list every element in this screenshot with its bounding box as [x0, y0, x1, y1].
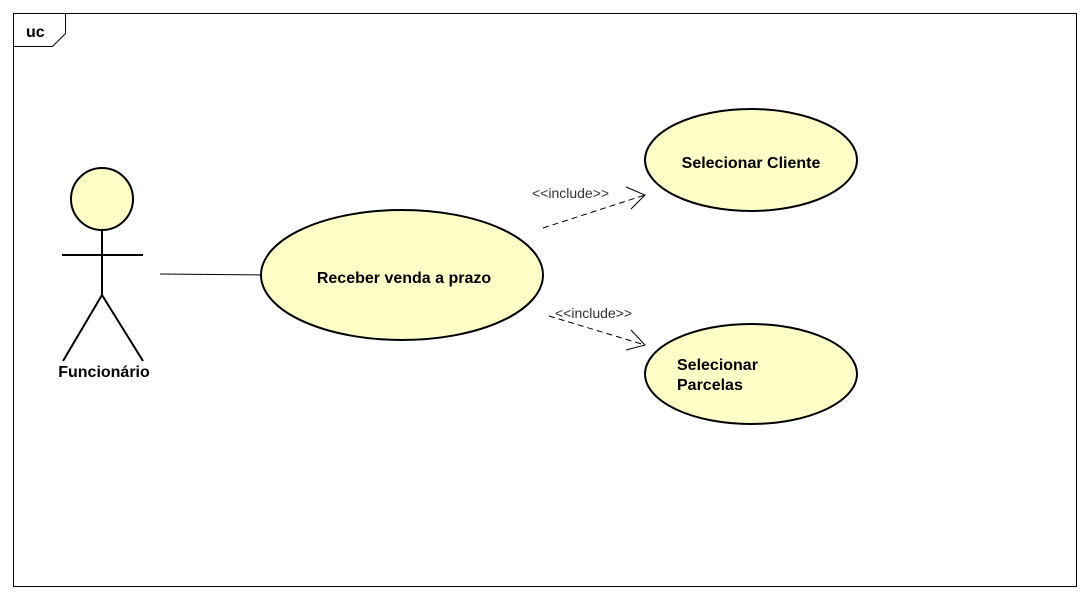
use-case-selecionar-parcelas-shape: [644, 323, 858, 425]
use-case-receber-venda-label: Receber venda a prazo: [317, 270, 492, 287]
use-case-selecionar-parcelas-line1: Selecionar: [677, 357, 758, 374]
use-case-selecionar-cliente-label: Selecionar Cliente: [682, 155, 821, 172]
use-case-selecionar-parcelas-line2: Parcelas: [677, 377, 743, 394]
actor-left-leg: [62, 294, 103, 362]
include-arrowhead-parcelas: [625, 329, 646, 351]
actor-head: [70, 167, 134, 231]
diagram-frame: [13, 13, 1077, 587]
use-case-receber-venda-shape: [260, 209, 544, 341]
use-case-receber-venda[interactable]: Receber venda a prazo: [260, 209, 544, 341]
frame-label: uc: [26, 24, 45, 41]
association-line: [159, 273, 263, 276]
include-line-parcelas: [548, 315, 646, 346]
include-label-parcelas: <<include>>: [555, 305, 632, 321]
include-relation-parcelas[interactable]: <<include>>: [548, 305, 646, 351]
include-relation-cliente[interactable]: <<include>>: [532, 185, 646, 229]
actor-right-leg: [101, 294, 144, 362]
use-case-selecionar-cliente-shape: [644, 108, 858, 212]
include-arrowhead-cliente: [625, 186, 646, 210]
frame-tab: [13, 13, 66, 47]
use-case-selecionar-cliente[interactable]: Selecionar Cliente: [644, 108, 858, 212]
actor-funcionario[interactable]: Funcionário: [58, 167, 150, 381]
actor-name: Funcionário: [58, 364, 150, 381]
use-case-selecionar-parcelas[interactable]: Selecionar Parcelas: [644, 323, 858, 425]
include-line-cliente: [542, 194, 646, 229]
include-label-cliente: <<include>>: [532, 185, 609, 201]
